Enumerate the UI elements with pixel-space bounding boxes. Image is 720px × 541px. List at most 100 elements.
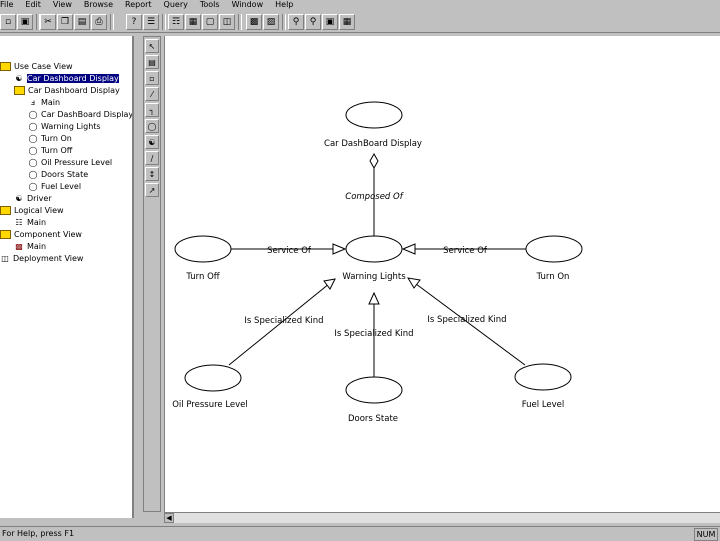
- tree-fuel-level[interactable]: ◯Fuel Level: [28, 182, 82, 191]
- note-tool-icon[interactable]: ▫: [145, 71, 159, 85]
- browser-tree: Use Case View ☯Car Dashboard Display Car…: [0, 36, 134, 518]
- actor-icon: ☯: [15, 74, 23, 83]
- component-diagram-icon: ▩: [15, 242, 23, 251]
- label-spec-right: Is Specialized Kind: [427, 315, 506, 325]
- package-tool-icon[interactable]: ┐: [145, 103, 159, 117]
- help-icon[interactable]: ?: [126, 14, 142, 30]
- usecase-icon: ◯: [28, 182, 38, 191]
- folder-icon: [14, 86, 25, 95]
- print-icon[interactable]: ⎙: [91, 14, 107, 30]
- label-spec-left: Is Specialized Kind: [244, 316, 323, 326]
- tree-component-view[interactable]: Component View: [0, 229, 82, 240]
- paste-icon[interactable]: ▤: [74, 14, 90, 30]
- menu-help[interactable]: Help: [275, 0, 294, 9]
- text-tool-icon[interactable]: ▤: [145, 55, 159, 69]
- usecase-doors-state[interactable]: [345, 376, 403, 404]
- usecase-oil-pressure[interactable]: [184, 364, 242, 392]
- menu-window[interactable]: Window: [231, 0, 264, 9]
- usecase-car-dashboard[interactable]: [345, 101, 403, 129]
- menu-browse[interactable]: Browse: [83, 0, 114, 9]
- use-case-diagram: Car DashBoard Display Warning Lights Tur…: [172, 101, 583, 424]
- label-turn-on: Turn On: [536, 272, 570, 282]
- menu-view[interactable]: View: [52, 0, 72, 9]
- association-tool-icon[interactable]: ∕: [145, 151, 159, 165]
- copy-icon[interactable]: ❐: [57, 14, 73, 30]
- tree-actor-car-dashboard[interactable]: ☯Car Dashboard Display: [15, 74, 119, 83]
- open-icon[interactable]: ▫: [0, 14, 16, 30]
- tree-oil-pressure[interactable]: ◯Oil Pressure Level: [28, 158, 113, 167]
- deployment-icon: ◫: [1, 254, 9, 263]
- tree-turn-off[interactable]: ◯Turn Off: [28, 146, 73, 155]
- component-diagram-icon[interactable]: ▢: [202, 14, 218, 30]
- label-oil-pressure: Oil Pressure Level: [172, 400, 248, 410]
- browse-state-icon[interactable]: ▨: [263, 14, 279, 30]
- layout-icon[interactable]: ▦: [339, 14, 355, 30]
- usecase-icon: ◯: [28, 146, 38, 155]
- menu-report[interactable]: Report: [125, 0, 152, 9]
- tree-doors-state[interactable]: ◯Doors State: [28, 170, 89, 179]
- label-turn-off: Turn Off: [185, 272, 220, 282]
- label-service-of-right: Service Of: [443, 246, 488, 256]
- browse-icon[interactable]: ☰: [143, 14, 159, 30]
- tree-usecase-car-dashboard[interactable]: ◯Car DashBoard Display: [28, 110, 134, 119]
- diagram-icon: ☷: [15, 218, 23, 227]
- num-lock-indicator: NUM: [694, 528, 718, 541]
- tree-warning-lights[interactable]: ◯Warning Lights: [28, 122, 101, 131]
- tree-use-case-view[interactable]: Use Case View: [0, 61, 73, 72]
- label-service-of-left: Service Of: [267, 246, 312, 256]
- deployment-diagram-icon[interactable]: ◫: [219, 14, 235, 30]
- fit-icon[interactable]: ▣: [322, 14, 338, 30]
- generalization-tool-icon[interactable]: ↗: [145, 183, 159, 197]
- spec-left-arrow: [323, 278, 336, 290]
- tree-package-car-dashboard[interactable]: Car Dashboard Display: [14, 85, 120, 96]
- label-warning-lights: Warning Lights: [342, 272, 406, 282]
- usecase-icon: ◯: [28, 134, 38, 143]
- zoom-out-icon[interactable]: ⚲: [305, 14, 321, 30]
- status-bar: For Help, press F1 NUM: [0, 526, 720, 541]
- usecase-icon: ◯: [28, 122, 38, 131]
- class-diagram-icon[interactable]: ☶: [168, 14, 184, 30]
- tree-turn-on[interactable]: ◯Turn On: [28, 134, 72, 143]
- usecase-turn-on[interactable]: [525, 235, 583, 263]
- folder-icon: [0, 62, 11, 71]
- save-icon[interactable]: ▣: [17, 14, 33, 30]
- toolbar: ▫ ▣ ✂ ❐ ▤ ⎙ ? ☰ ☶ ▦ ▢ ◫ ▩ ▨ ⚲ ⚲ ▣ ▦: [0, 12, 720, 33]
- usecase-fuel-level[interactable]: [514, 363, 572, 391]
- interaction-diagram-icon[interactable]: ▦: [185, 14, 201, 30]
- diagram-icon: ⅎ: [30, 98, 36, 107]
- label-car-dashboard: Car DashBoard Display: [324, 139, 422, 149]
- tree-logical-main[interactable]: ☷Main: [15, 218, 47, 227]
- actor-tool-icon[interactable]: ☯: [145, 135, 159, 149]
- service-of-right-arrow: [401, 243, 416, 255]
- menu-tools[interactable]: Tools: [199, 0, 220, 9]
- actor-icon: ☯: [15, 194, 23, 203]
- composition-diamond: [369, 152, 379, 170]
- label-fuel-level: Fuel Level: [522, 400, 565, 410]
- label-composed-of: Composed Of: [345, 192, 404, 202]
- tree-component-main[interactable]: ▩Main: [15, 242, 47, 251]
- select-tool-icon[interactable]: ↖: [145, 39, 159, 53]
- usecase-turn-off[interactable]: [174, 235, 232, 263]
- dependency-tool-icon[interactable]: ↕: [145, 167, 159, 181]
- menu-file[interactable]: File: [0, 0, 14, 9]
- usecase-warning-lights[interactable]: [345, 235, 403, 263]
- scroll-left-icon[interactable]: ◀: [164, 513, 174, 523]
- menu-bar: File Edit View Browse Report Query Tools…: [0, 0, 720, 10]
- horizontal-scrollbar[interactable]: ◀: [164, 512, 720, 523]
- zoom-in-icon[interactable]: ⚲: [288, 14, 304, 30]
- cut-icon[interactable]: ✂: [40, 14, 56, 30]
- menu-edit[interactable]: Edit: [25, 0, 41, 9]
- tree-logical-view[interactable]: Logical View: [0, 205, 64, 216]
- menu-query[interactable]: Query: [163, 0, 188, 9]
- usecase-tool-icon[interactable]: ◯: [145, 119, 159, 133]
- browse-package-icon[interactable]: ▩: [246, 14, 262, 30]
- spec-left-line[interactable]: [228, 278, 336, 366]
- label-spec-center: Is Specialized Kind: [334, 329, 413, 339]
- splitter[interactable]: [134, 36, 142, 518]
- anchor-tool-icon[interactable]: ⁄: [145, 87, 159, 101]
- spec-right-line[interactable]: [407, 277, 526, 366]
- tree-driver[interactable]: ☯Driver: [15, 194, 52, 203]
- tree-deployment-view[interactable]: ◫Deployment View: [1, 254, 84, 263]
- diagram-canvas[interactable]: Car DashBoard Display Warning Lights Tur…: [164, 36, 720, 512]
